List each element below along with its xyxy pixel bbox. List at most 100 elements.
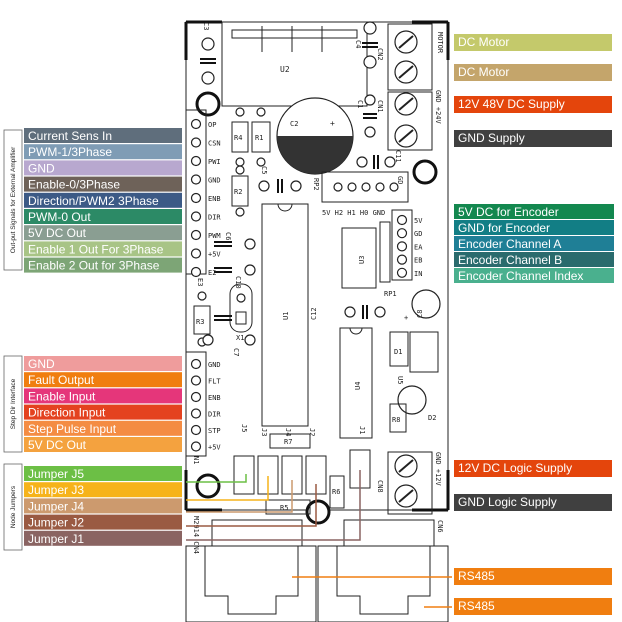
rp1-resistor-pack: RP1 (379, 221, 397, 298)
u1-label: U1 (282, 312, 290, 320)
left-label-text-1-2: Enable Input (28, 389, 96, 403)
terminal-block-motor: CN2 MOTOR (376, 23, 444, 91)
j4-label: J4 (284, 428, 292, 436)
lb-pins-pin-3 (190, 408, 202, 419)
right-label-bar-10 (454, 494, 612, 511)
rp1-label: RP1 (384, 290, 397, 298)
c7-label: C7 (232, 348, 240, 356)
right-label-bar-3 (454, 130, 612, 147)
r6-label: R6 (332, 488, 340, 496)
r6-resistor: R6 (329, 475, 345, 509)
left-label-text-0-0: Current Sens In (28, 129, 112, 143)
left-label-text-0-3: Enable-0/3Phase (28, 178, 120, 192)
left-label-text-1-5: 5V DC Out (28, 438, 87, 452)
u3-label: U3 (358, 256, 366, 264)
lh-pins-pin-5 (190, 211, 202, 222)
cn8-label: CN8 (376, 480, 384, 493)
c12-label: C12 (310, 307, 318, 320)
e3-label: E3 (196, 278, 204, 286)
cn4-label: M2914 CN4 (192, 516, 200, 554)
c6-label: C6 (224, 232, 232, 240)
c8-plus: + (404, 314, 408, 322)
mount-hole-4 (305, 499, 331, 525)
lh-pins-pin-label-5: DIR (208, 214, 221, 222)
c4-label: C4 (354, 40, 362, 48)
right-label-text-1: DC Motor (458, 65, 509, 79)
left-label-bar-1-2 (24, 388, 182, 404)
lb-pins-pin-label-4: STP (208, 427, 221, 435)
left-label-bar-1-5 (24, 437, 182, 452)
left-label-text-1-1: Fault Output (28, 373, 95, 387)
c2-capacitor: C2 + (276, 97, 354, 175)
lh-pins-pin-label-0: OP (208, 121, 216, 129)
n1-label: N1 (192, 456, 200, 464)
cn1-label: CN1 (376, 100, 384, 113)
lh-pins-pin-2 (190, 155, 202, 167)
right-label-bar-7 (454, 252, 614, 267)
r1-resistor: R1 (251, 107, 271, 167)
c2-label: C2 (290, 120, 298, 128)
c5-capacitor: C5 (258, 166, 302, 193)
u4-label: U4 (354, 382, 362, 390)
r8-resistor: R8 (389, 403, 407, 433)
u2-label: U2 (280, 65, 290, 74)
j3-label: J3 (260, 428, 268, 436)
left-label-bar-2-1 (24, 482, 182, 498)
lb-pins-pin-label-5: +5V (208, 444, 221, 452)
lh-pins-pin-label-8: E2 (208, 269, 216, 277)
right-label-text-8: Encoder Channel Index (458, 269, 583, 283)
right-label-text-10: GND Logic Supply (458, 495, 557, 509)
right-label-text-11: RS485 (458, 569, 495, 583)
left-label-bar-0-7 (24, 241, 182, 257)
left-label-bar-0-0 (24, 128, 182, 143)
left-labels: Current Sens InPWM-1/3PhaseGNDEnable-0/3… (24, 128, 182, 546)
c7-capacitor: C7 (202, 315, 256, 356)
r8-label: R8 (392, 416, 400, 424)
right-label-text-6: Encoder Channel A (458, 237, 561, 251)
left-label-bar-0-1 (24, 144, 182, 160)
r4-resistor: R4 (231, 107, 249, 167)
left-label-text-2-2: Jumper J4 (28, 499, 84, 513)
r3-resistor: R3 (193, 291, 211, 347)
logic-connector-label: GND +12V (434, 452, 442, 487)
left-label-bar-2-3 (24, 514, 182, 530)
mount-hole-3 (195, 473, 221, 499)
left-label-text-2-4: Jumper J1 (28, 532, 84, 546)
enc-pins-pin-label-2: EA (414, 243, 423, 251)
left-label-bar-2-0 (24, 466, 182, 481)
left-label-bar-2-2 (24, 498, 182, 514)
lb-pins-pin-2 (190, 391, 202, 403)
left-label-text-1-3: Direction Input (28, 406, 106, 420)
left-label-text-2-0: Jumper J5 (28, 467, 84, 481)
c8-capacitor: C8 + (404, 289, 441, 322)
mount-hole-2 (412, 159, 438, 185)
enc-pins-pin-3 (396, 254, 408, 265)
right-label-bar-9 (454, 460, 612, 477)
u2-regulator: U2 (221, 21, 368, 107)
r7-label: R7 (284, 438, 292, 446)
left-group-boxes: Out-put Signals for External Amplifier S… (3, 129, 23, 551)
lh-pins-pin-label-2: PWI (208, 158, 221, 166)
c1-capacitor: C1 (356, 94, 377, 138)
terminal-block-logic: CN8 GND +12V (376, 451, 442, 515)
enc-pins-pin-0 (396, 214, 408, 226)
jumper-lead-lines (186, 470, 361, 541)
d2-label: D2 (428, 414, 436, 422)
motor-connector-label: MOTOR (436, 32, 444, 54)
lb-pins-pin-label-0: GND (208, 361, 221, 369)
left-label-text-2-3: Jumper J2 (28, 516, 84, 530)
left-label-bar-0-5 (24, 209, 182, 224)
right-label-bar-5 (454, 220, 614, 235)
c12-capacitor: C12 (310, 305, 386, 320)
right-label-bar-0 (454, 34, 612, 51)
left-label-text-0-1: PWM-1/3Phase (28, 145, 112, 159)
right-label-bar-2 (454, 96, 612, 113)
right-label-bar-6 (454, 236, 614, 251)
enc-pins-pin-1 (396, 228, 408, 239)
c6-capacitor: C6 (214, 232, 256, 250)
left-label-bar-0-4 (24, 192, 182, 208)
right-label-bar-1 (454, 64, 612, 81)
gd-label: GD (396, 176, 404, 184)
